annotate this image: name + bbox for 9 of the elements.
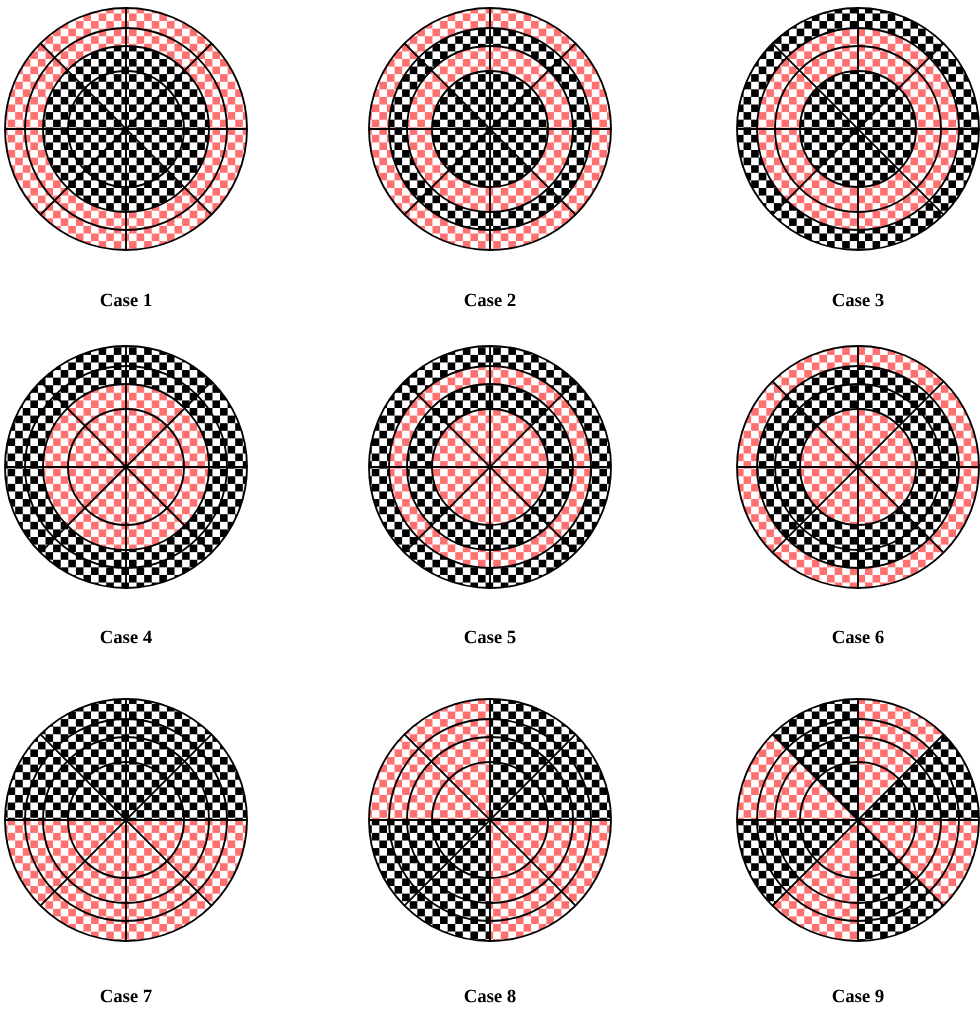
case-label: Case 9	[832, 989, 884, 1003]
case-label: Case 7	[100, 989, 152, 1003]
case-label: Case 2	[464, 293, 516, 307]
case-label: Case 5	[464, 630, 516, 644]
case-label: Case 8	[464, 989, 516, 1003]
case-label: Case 3	[832, 293, 884, 307]
case-label: Case 1	[100, 293, 152, 307]
case-label: Case 6	[832, 630, 884, 644]
case-label: Case 4	[100, 630, 152, 644]
